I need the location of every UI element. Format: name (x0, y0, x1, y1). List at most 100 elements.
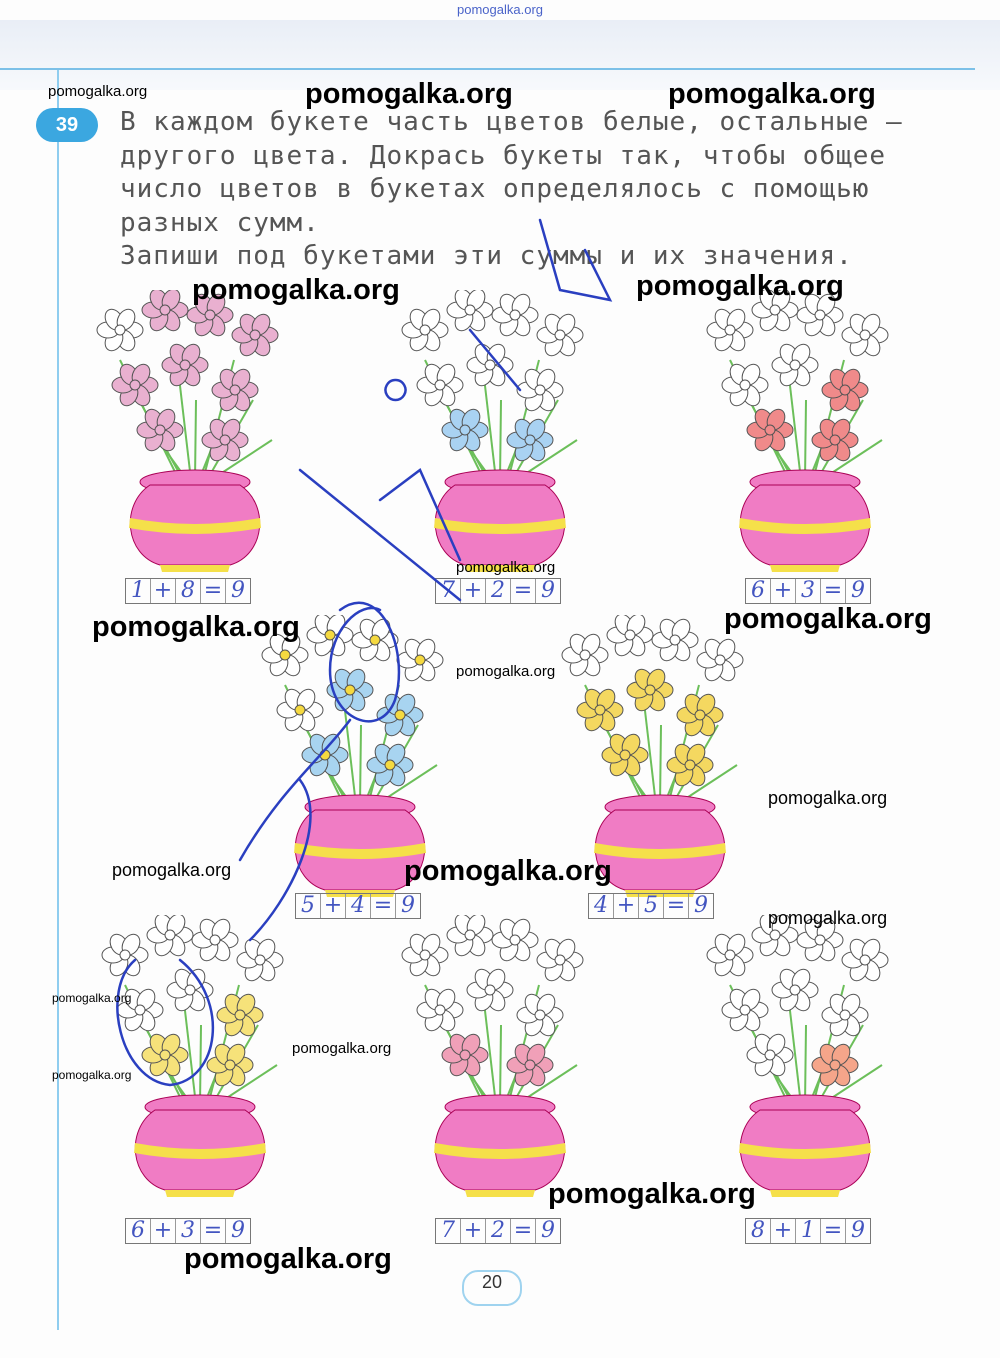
flower (536, 938, 584, 982)
equation-cell: 6 (126, 1219, 151, 1243)
flower (216, 993, 264, 1037)
watermark: pomogalka.org (48, 83, 148, 100)
equation-cell: 9 (851, 1218, 865, 1243)
bouquet-daisy (245, 615, 475, 905)
equation-cell: + (151, 579, 176, 603)
answer-equation: 7+2=9 (435, 578, 561, 604)
flower (771, 343, 819, 387)
flower (666, 743, 714, 787)
equation-cell: 6 (746, 579, 771, 603)
flower (746, 1033, 794, 1077)
equation-cell: = (201, 579, 226, 603)
flower (146, 915, 194, 957)
equation-cell: = (371, 894, 396, 918)
flower (111, 363, 159, 407)
vase (129, 469, 261, 572)
stem (199, 1024, 202, 1106)
task-line: Запиши под букетами эти суммы и их значе… (120, 241, 853, 271)
bouquet-lily (690, 915, 920, 1205)
header-banner (0, 20, 1000, 90)
bouquet-daffodil (85, 915, 315, 1205)
flower (261, 633, 309, 677)
watermark: pomogalka.org (456, 663, 556, 680)
watermark: pomogalka.org (768, 788, 888, 808)
flower (141, 1033, 189, 1077)
answer-equation: 7+2=9 (435, 1218, 561, 1244)
flower (116, 988, 164, 1032)
flower (561, 633, 609, 677)
stem (804, 399, 807, 481)
bouquet-petunia (690, 290, 920, 580)
flower (751, 915, 799, 957)
flower (136, 408, 184, 452)
stem (499, 1024, 502, 1106)
task-line: другого цвета. Докрась букеты так, чтобы… (120, 140, 887, 171)
flower (811, 1043, 859, 1087)
equation-cell: 5 (639, 894, 664, 918)
equation-cell: = (511, 1219, 536, 1243)
watermark: pomogalka.org (724, 603, 932, 635)
stem (499, 399, 502, 481)
flower (206, 1043, 254, 1087)
watermark: pomogalka.org (184, 1243, 392, 1275)
flower (696, 638, 744, 682)
flower (811, 418, 859, 462)
flower (141, 290, 189, 332)
equation-cell: = (821, 1219, 846, 1243)
stem (659, 724, 662, 806)
equation-cell: + (771, 579, 796, 603)
flower (516, 368, 564, 412)
bouquet-carnation (80, 290, 310, 580)
equation-cell: = (201, 1219, 226, 1243)
flower (796, 293, 844, 337)
equation-cell: 4 (589, 894, 614, 918)
watermark: pomogalka.org (112, 860, 232, 880)
flower (161, 343, 209, 387)
watermark: pomogalka.org (404, 855, 612, 887)
flower (416, 988, 464, 1032)
flower (506, 1043, 554, 1087)
flower (706, 308, 754, 352)
stem (804, 1024, 807, 1106)
flower (821, 993, 869, 1037)
flower (601, 733, 649, 777)
answer-equation: 4+5=9 (588, 893, 714, 919)
vase (294, 794, 426, 897)
flower (416, 363, 464, 407)
watermark: pomogalka.org (636, 270, 844, 302)
answer-equation: 5+4=9 (295, 893, 421, 919)
equation-cell: 9 (541, 1218, 555, 1243)
header-divider (0, 68, 975, 70)
flower (446, 290, 494, 332)
flower (746, 408, 794, 452)
flower (96, 308, 144, 352)
equation-cell: 2 (486, 579, 511, 603)
bouquet-bellflower (385, 290, 615, 580)
flower (841, 938, 889, 982)
task-number-badge: 39 (36, 108, 98, 142)
vase (739, 469, 871, 572)
answer-equation: 6+3=9 (125, 1218, 251, 1244)
watermark: pomogalka.org (292, 1040, 392, 1057)
watermark: pomogalka.org (456, 559, 556, 576)
flower (351, 618, 399, 662)
flower (491, 918, 539, 962)
task-line: разных сумм. (120, 207, 320, 238)
watermark: pomogalka.org (192, 274, 400, 306)
flower (516, 993, 564, 1037)
flower (721, 363, 769, 407)
flower (441, 1033, 489, 1077)
flower (626, 668, 674, 712)
vase (739, 1094, 871, 1197)
flower (536, 313, 584, 357)
flower (201, 418, 249, 462)
flower (236, 938, 284, 982)
flower (651, 618, 699, 662)
task-text: В каждом букете часть цветов белые, оста… (120, 106, 920, 274)
equation-cell: + (461, 1219, 486, 1243)
equation-cell: 3 (796, 579, 821, 603)
answer-equation: 8+1=9 (745, 1218, 871, 1244)
equation-cell: 9 (851, 578, 865, 603)
